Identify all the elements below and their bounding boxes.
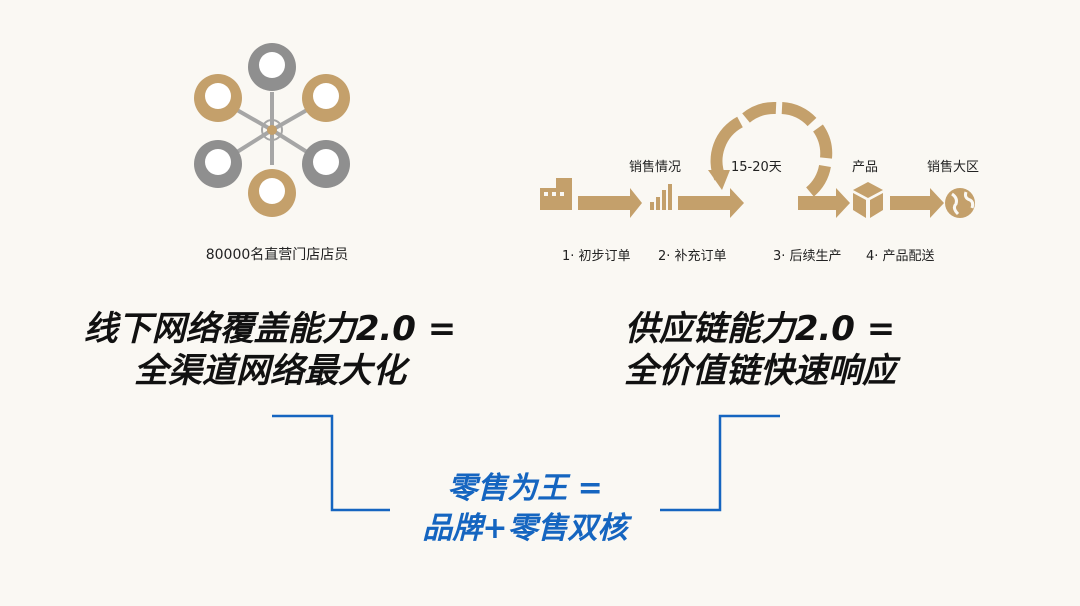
right-heading-line2: 全价值链快速响应 (624, 351, 896, 391)
bar-chart-icon (650, 184, 672, 210)
product-box-icon (853, 182, 883, 218)
store-staff-caption: 80000名直营门店店员 (205, 247, 349, 263)
label-sales-status: 销售情况 (629, 160, 682, 175)
cycle-ring-icon (710, 101, 833, 197)
left-heading-line2: 全渠道网络最大化 (134, 351, 406, 391)
label-cycle-days: 15-20天 (731, 160, 782, 175)
bottom-line1: 零售为王 = (447, 471, 603, 506)
flow-arrow-3 (798, 188, 850, 218)
flow-arrow-1 (578, 188, 642, 218)
flow-arrow-2 (678, 188, 744, 218)
factory-icon (540, 178, 572, 210)
step-1: 1· 初步订单 (562, 249, 631, 264)
flow-arrow-4 (890, 188, 944, 218)
supply-chain-flow (540, 101, 975, 218)
label-product: 产品 (852, 160, 879, 175)
store-staff-network-icon (194, 43, 350, 217)
step-2: 2· 补充订单 (658, 249, 727, 264)
step-4: 4· 产品配送 (866, 249, 935, 264)
globe-icon (945, 188, 975, 218)
step-3: 3· 后续生产 (773, 249, 842, 264)
bottom-line2: 品牌+零售双核 (422, 511, 628, 546)
label-sales-region: 销售大区 (927, 160, 980, 175)
right-heading-line1: 供应链能力2.0 = (624, 309, 896, 349)
left-heading-line1: 线下网络覆盖能力2.0 = (83, 309, 457, 349)
